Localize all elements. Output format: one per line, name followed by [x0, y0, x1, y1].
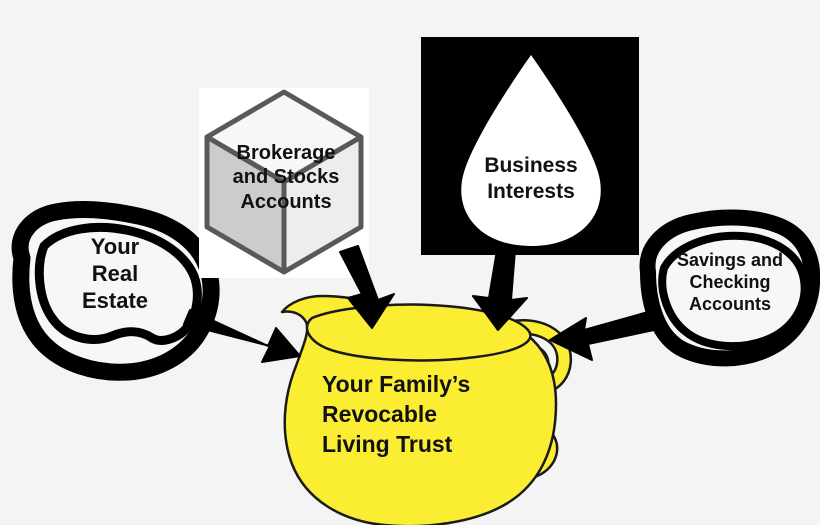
droplet-icon [461, 55, 601, 246]
arrow-brokerage-to-trust [339, 245, 395, 329]
trust-pitcher[interactable] [280, 294, 573, 525]
asset-real-estate[interactable] [11, 201, 220, 381]
arrow-shape-icon [183, 309, 301, 363]
arrow-savings-to-trust [549, 311, 655, 361]
arrow-shape-icon [472, 249, 528, 331]
arrow-shape-icon [549, 311, 655, 361]
cube-right-face-icon [281, 134, 364, 275]
asset-business-interests[interactable] [421, 37, 639, 255]
lemon-inner-notch-icon [34, 222, 202, 345]
asset-brokerage-accounts[interactable] [199, 88, 369, 278]
asset-savings-checking-accounts[interactable] [639, 209, 820, 367]
arrow-business-to-trust [472, 249, 528, 331]
pitcher-rim-icon [305, 303, 532, 362]
arrow-shape-icon [339, 245, 395, 329]
lemon-inner-notch-icon [658, 231, 809, 351]
arrow-real-estate-to-trust [183, 309, 301, 363]
